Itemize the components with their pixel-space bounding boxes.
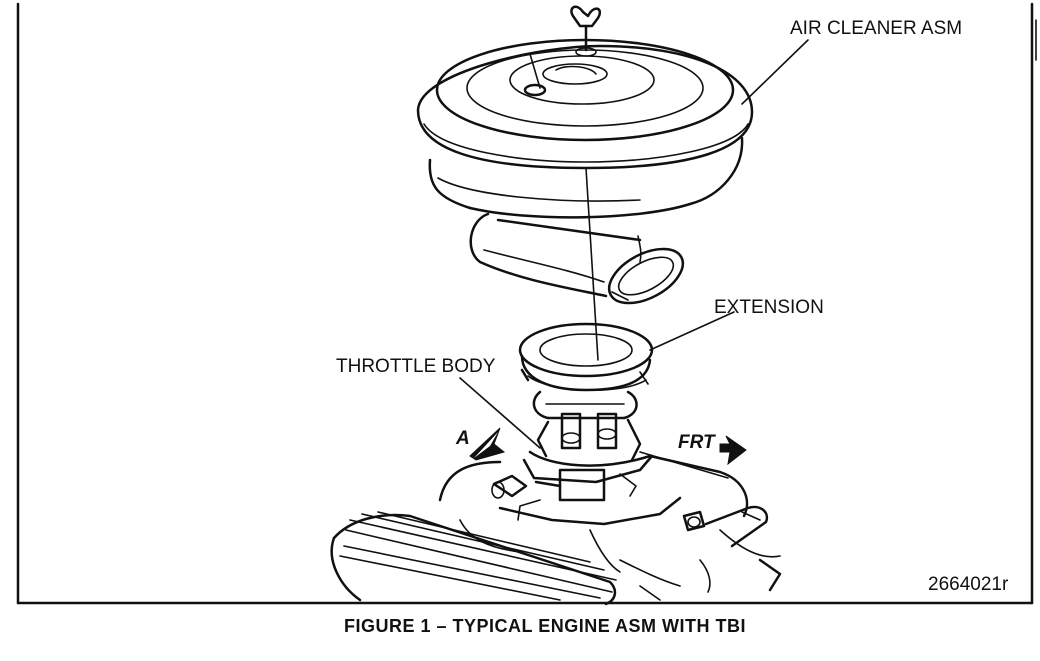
valve-cover [330,511,617,606]
wing-nut [570,5,602,57]
extension-label: EXTENSION [714,297,824,318]
front-arrow-label: FRT [678,432,716,453]
figure-number: 2664021r [928,574,1009,595]
front-arrow: FRT [639,432,747,479]
view-arrow-label: A [455,428,470,449]
frame [16,2,1037,605]
view-arrow-a: A [455,427,506,461]
figure-caption: FIGURE 1 – TYPICAL ENGINE ASM WITH TBI [344,616,746,636]
air-cleaner-drawing [416,5,754,361]
snorkel [469,212,685,305]
throttle-body-drawing [491,390,654,521]
extension-drawing [518,322,654,392]
throttle-body-label: THROTTLE BODY [336,356,496,377]
engine-drawing [330,454,782,606]
leader-lines [459,39,809,449]
air-cleaner-label: AIR CLEANER ASM [790,18,962,39]
bolt [682,505,769,548]
